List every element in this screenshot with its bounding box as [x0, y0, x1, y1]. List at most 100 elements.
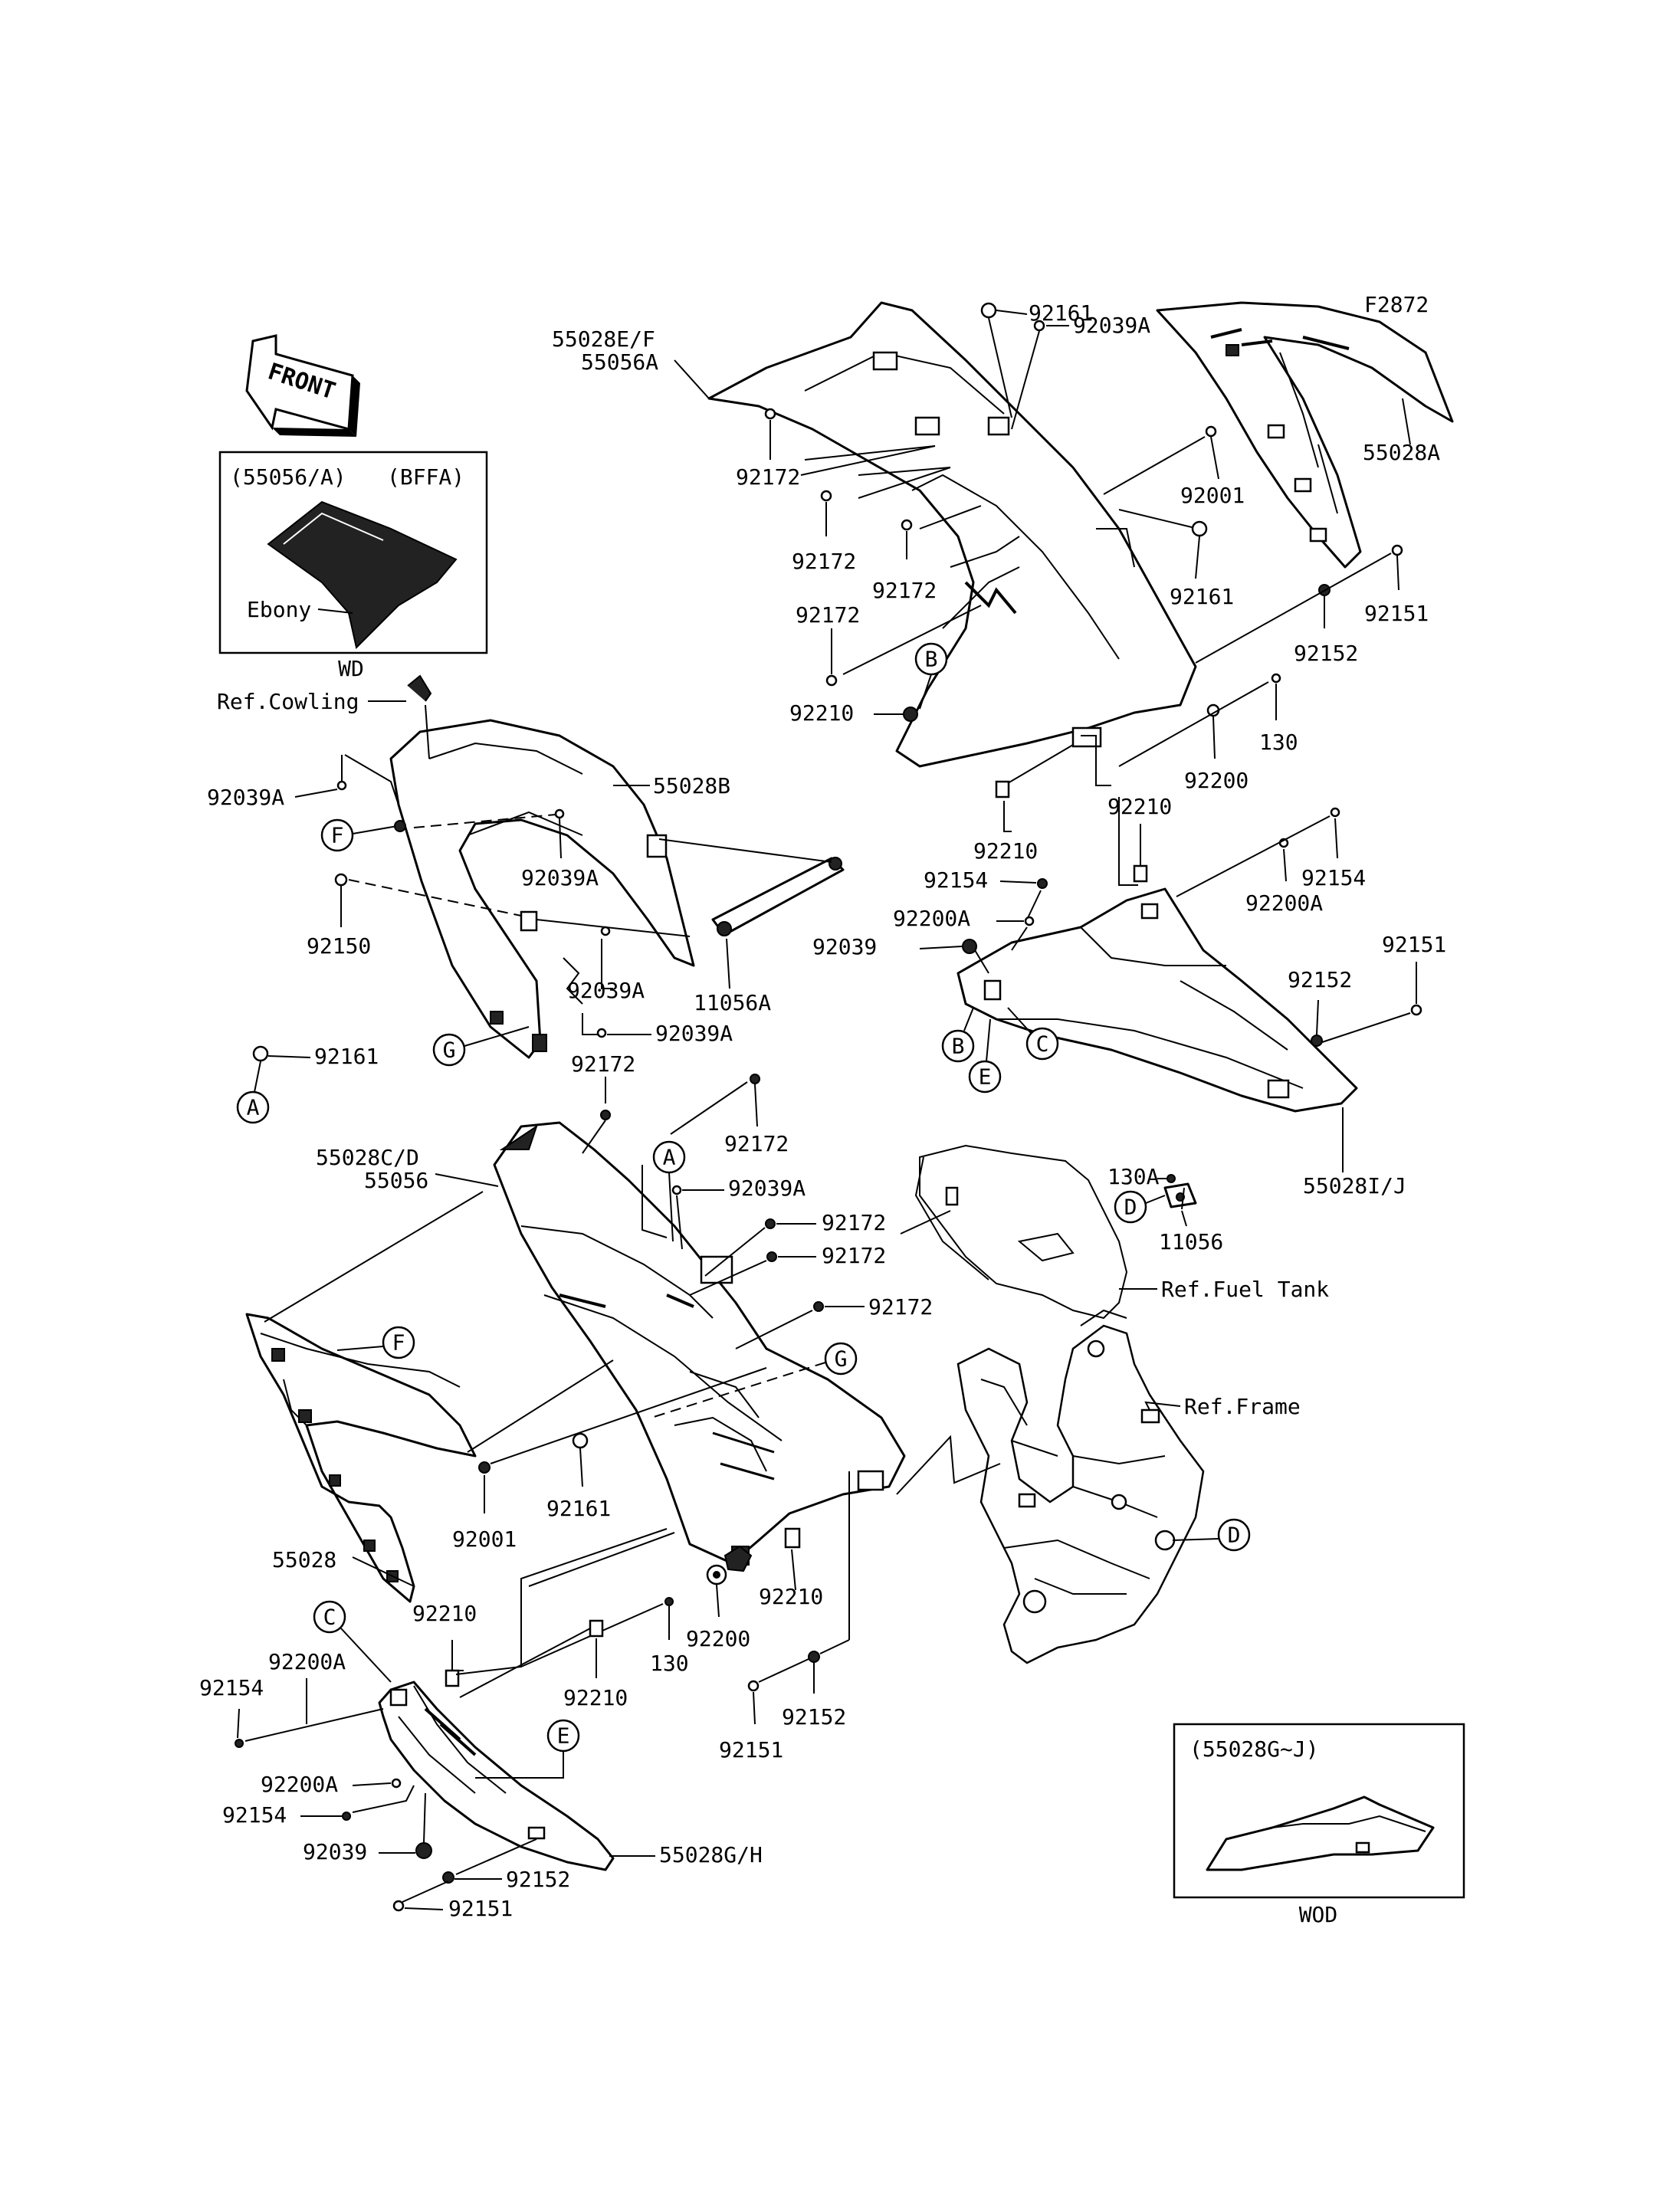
callout-c-mid-letter: C: [1036, 1031, 1049, 1057]
label-92039a-top: 92039A: [1073, 313, 1150, 338]
label-55056: 55056: [364, 1168, 428, 1193]
label-92154-m: 92154: [924, 867, 988, 893]
label-92150: 92150: [307, 933, 371, 959]
fastener-92200a-m: [1024, 916, 1035, 926]
fastener-92150: [334, 873, 348, 887]
label-92210-m: 92210: [1107, 794, 1172, 819]
ref-fuel-tank: Ref.Fuel Tank: [1161, 1277, 1329, 1302]
inset-wd-color-label: Ebony: [247, 597, 311, 622]
callout-b-top-letter: B: [925, 647, 938, 672]
front-upper-cowl-55028a: [1156, 301, 1454, 569]
inset-wd-frame: [218, 451, 488, 654]
label-92039a-l3: 92039A: [567, 978, 645, 1003]
callout-a-top-letter: A: [247, 1095, 260, 1120]
inset-wod-header: (55028G~J): [1189, 1736, 1319, 1762]
fastener-92039a-l2: [554, 808, 565, 819]
label-92152-r: 92152: [1294, 641, 1358, 666]
fastener-92172-a: [764, 408, 776, 420]
label-92210-n: 92210: [973, 838, 1038, 864]
label-11056a: 11056A: [694, 990, 771, 1015]
callout-g-top: [432, 1033, 466, 1067]
callout-f-mid: [382, 1326, 415, 1359]
callout-d-mid-letter: D: [1124, 1195, 1137, 1220]
label-92151-r2: 92151: [1382, 932, 1446, 957]
fastener-92151-r: [1391, 544, 1403, 556]
fastener-92039-m: [962, 939, 977, 954]
callout-f-mid-letter: F: [392, 1330, 405, 1356]
callout-d-frame-letter: D: [1228, 1523, 1241, 1548]
inset-wd-header-left: (55056/A): [230, 464, 346, 490]
label-55028: 55028: [272, 1547, 336, 1572]
fastener-92172-l2: [750, 1074, 760, 1084]
fastener-92001-c: [478, 1461, 491, 1474]
label-92039-m: 92039: [812, 934, 877, 959]
label-92210-l2: 92210: [563, 1685, 628, 1710]
ref-frame: Ref.Frame: [1184, 1394, 1301, 1419]
inset-wd: (55056/A) (BFFA) Ebony WD: [218, 451, 488, 681]
fastener-92172-c2: [766, 1251, 777, 1262]
fastener-130-c: [664, 1597, 674, 1606]
inset-wd-caption: WD: [338, 656, 364, 681]
fastener-92161-c: [572, 1432, 589, 1449]
callout-c-low: [313, 1600, 346, 1634]
label-55028gh: 55028G/H: [659, 1842, 763, 1867]
label-92039a-c: 92039A: [728, 1176, 806, 1201]
callout-a-mid-letter: A: [663, 1145, 676, 1170]
side-cover-55028: [245, 1313, 477, 1603]
ref-fuel-tank-shape: [914, 1144, 1128, 1320]
fastener-92039a-l: [336, 780, 347, 791]
label-92001-c: 92001: [452, 1526, 517, 1552]
cowling-bracket-icon: [407, 674, 432, 702]
label-55028ef: 55028E/F: [552, 326, 655, 352]
fastener-92210-m: [995, 780, 1010, 798]
fastener-92161-top: [980, 302, 997, 319]
fastener-92172-c: [901, 519, 913, 531]
label-92172-c: 92172: [872, 578, 937, 603]
fastener-92200-c: [714, 1572, 719, 1577]
label-92200a-r: 92200A: [1245, 890, 1323, 916]
fastener-92154-l: [235, 1739, 244, 1748]
inset-wod-frame: [1173, 1723, 1465, 1899]
callout-e-mid: [968, 1060, 1002, 1094]
label-92200-top: 92200: [1184, 768, 1249, 793]
fastener-130-top: [1271, 673, 1281, 684]
label-92172-c3: 92172: [868, 1294, 933, 1320]
callout-g-top-letter: G: [443, 1038, 456, 1063]
label-92200a-m: 92200A: [893, 906, 970, 931]
fastener-92151-r2: [1410, 1004, 1422, 1016]
label-92172-b: 92172: [792, 549, 856, 574]
fastener-92161-l: [252, 1045, 269, 1062]
callout-f-top: [320, 818, 354, 852]
ref-cowling: Ref.Cowling: [217, 689, 359, 714]
fastener-92172-c1: [765, 1218, 776, 1229]
label-130a: 130A: [1107, 1164, 1160, 1189]
label-92151-r: 92151: [1364, 601, 1429, 626]
callout-a-top: [236, 1090, 270, 1124]
fastener-92210-n: [1133, 864, 1148, 883]
callout-d-mid: [1114, 1190, 1147, 1224]
callout-g-mid: [824, 1342, 858, 1376]
label-92210-b: 92210: [789, 700, 854, 726]
label-92210-l: 92210: [412, 1601, 477, 1626]
front-arrow-icon: FRONT: [245, 334, 360, 437]
callout-b-mid-letter: B: [952, 1034, 965, 1059]
label-130-c: 130: [650, 1651, 689, 1676]
inset-wod-cowl-shape: [1206, 1795, 1435, 1871]
diagram-code: F2872: [1364, 292, 1429, 317]
label-92172-a: 92172: [736, 464, 800, 490]
label-92152-l: 92152: [506, 1867, 570, 1892]
bracket-11056a: [711, 857, 845, 936]
fastener-92172-d: [825, 674, 838, 687]
fastener-92154-r: [1330, 807, 1340, 818]
under-cowl-55028gh: [378, 1681, 615, 1871]
fastener-92154-m: [1037, 878, 1048, 889]
label-92161-l: 92161: [314, 1044, 379, 1069]
fastener-92039a-l4: [596, 1028, 607, 1038]
label-92001-top: 92001: [1180, 483, 1245, 508]
inset-wod-caption: WOD: [1299, 1902, 1338, 1927]
label-92154-l: 92154: [199, 1675, 264, 1700]
fastener-92039a-top: [1033, 320, 1045, 332]
label-92200a-l: 92200A: [268, 1649, 346, 1674]
label-92172-l2: 92172: [724, 1131, 789, 1156]
